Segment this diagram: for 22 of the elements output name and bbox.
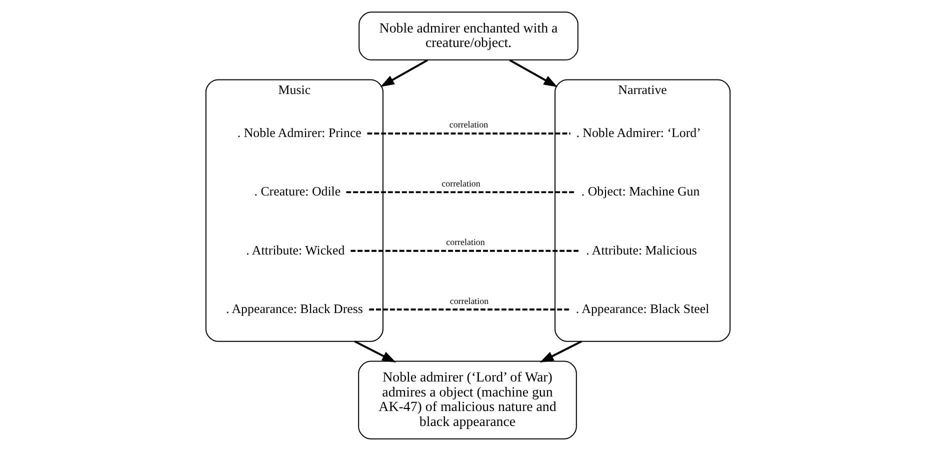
connector <box>369 308 570 311</box>
node-box: Noble admirer (‘Lord’ of War) admires a object (machine gun AK-47) of malicious nature and black appearance <box>358 360 577 440</box>
connector <box>346 191 576 194</box>
node-box: Noble admirer enchanted with a creature/object. <box>358 12 578 60</box>
node-text: . Noble Admirer: ‘Lord’ <box>576 124 701 140</box>
edge-label: correlation <box>446 237 485 248</box>
arrow <box>540 340 582 362</box>
node-text: . Creature: Odile <box>254 184 341 199</box>
arrow <box>354 340 396 362</box>
node-text: . Appearance: Black Dress <box>226 300 363 316</box>
edge-label: correlation <box>450 296 489 306</box>
edge-label: correlation <box>449 120 488 130</box>
arrow <box>380 59 428 87</box>
node-text: . Appearance: Black Steel <box>576 300 710 316</box>
node-text: . Attribute: Malicious <box>586 242 697 258</box>
node-text: . Noble Admirer: Prince <box>237 124 362 140</box>
edge-label: correlation <box>442 178 480 188</box>
arrow <box>509 59 558 88</box>
connector <box>350 250 580 252</box>
node-text: . Object: Machine Gun <box>581 184 700 199</box>
node-text: . Attribute: Wicked <box>246 242 345 258</box>
connector <box>367 132 570 134</box>
